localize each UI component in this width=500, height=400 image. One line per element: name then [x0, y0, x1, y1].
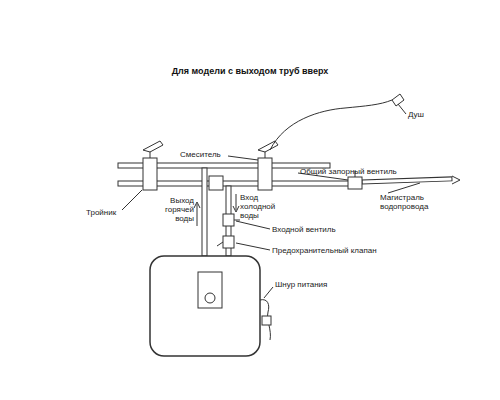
hot-outlet-pipe — [202, 168, 207, 256]
leader-line — [236, 243, 270, 250]
arrowhead — [194, 202, 200, 208]
tee-fitting — [209, 176, 223, 190]
power-cord — [260, 300, 270, 340]
part-label: Вход холодной воды — [240, 193, 280, 221]
mixer-left — [143, 158, 157, 190]
water-heater-tank — [150, 256, 260, 356]
leader-line — [388, 183, 420, 193]
drain-tube — [217, 242, 223, 246]
arrowhead — [233, 206, 239, 212]
leader-line — [122, 190, 142, 210]
part-label: Предохранительный клапан — [272, 246, 377, 255]
shutoff-valve — [348, 177, 362, 189]
mixer-handle — [258, 141, 278, 152]
part-label: Смеситель — [180, 150, 221, 159]
diagram-title: Для модели с выходом труб вверх — [0, 66, 500, 76]
leader-line — [228, 156, 258, 160]
part-label: Магистраль водопровода — [380, 193, 450, 211]
shower-hose — [270, 100, 392, 150]
leader-line — [236, 221, 270, 229]
hot-flow-arrow — [197, 204, 198, 226]
control-panel — [198, 272, 222, 308]
inlet-valve — [223, 214, 234, 226]
leader-line — [398, 104, 406, 114]
valve-stem — [234, 220, 240, 221]
part-label: Входной вентиль — [272, 225, 336, 234]
part-label: Душ — [408, 110, 424, 119]
part-label: Общий запорный вентиль — [300, 167, 397, 176]
leader-line — [264, 287, 273, 298]
mains-pipe — [362, 177, 452, 184]
mixer-handle — [143, 141, 163, 152]
part-label: Тройник — [86, 208, 116, 217]
arrowhead — [452, 176, 460, 184]
plug — [262, 316, 271, 325]
thermostat-knob — [205, 293, 215, 303]
part-label: Шнур питания — [275, 280, 327, 289]
part-label: Выход горячей воды — [158, 196, 194, 224]
safety-valve — [223, 236, 234, 248]
cold-flow-arrow — [236, 194, 237, 210]
mixer-right — [258, 158, 272, 190]
